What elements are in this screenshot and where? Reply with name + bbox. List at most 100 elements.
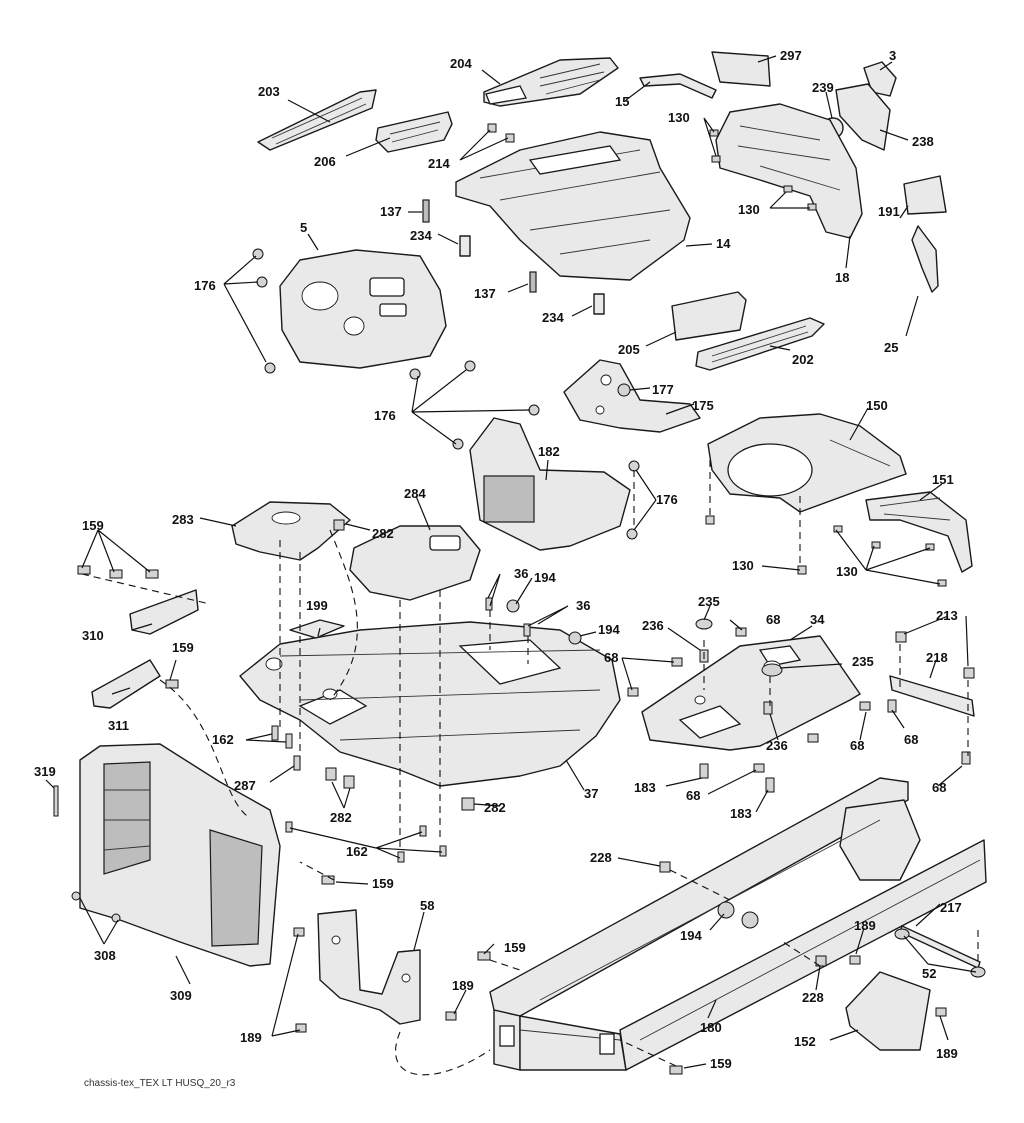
- callout-180: 180: [700, 1020, 722, 1035]
- part-194-nut-b: [568, 631, 582, 645]
- callout-182: 182: [538, 444, 560, 459]
- callout-189: 189: [240, 1030, 262, 1045]
- part-68-bolt-c: [627, 687, 639, 697]
- part-177-nut: [617, 383, 631, 397]
- part-287-screw: [293, 755, 301, 771]
- part-5-console: [279, 249, 447, 369]
- callout-214: 214: [428, 156, 450, 171]
- part-214-clip-b: [505, 133, 515, 143]
- part-282-clip-a: [333, 519, 345, 531]
- callout-labels: 203 204 297 3 15 130 239 206 214 238 130…: [34, 48, 962, 1071]
- part-189-bolt-a: [293, 927, 305, 937]
- callout-228: 228: [590, 850, 612, 865]
- callout-236: 236: [642, 618, 664, 633]
- callout-218: 218: [926, 650, 948, 665]
- assembly-dashed-lines: [81, 460, 979, 1076]
- part-151-bracket: [865, 491, 973, 573]
- callout-36: 36: [514, 566, 528, 581]
- part-282-clip-d: [461, 797, 475, 811]
- part-283-fender: [231, 501, 351, 561]
- part-282-clip-c: [343, 775, 355, 789]
- part-206: [375, 111, 453, 153]
- callout-68: 68: [904, 732, 918, 747]
- part-234-b: [593, 293, 605, 315]
- callout-15: 15: [615, 94, 629, 109]
- part-52-bushing-a: [894, 928, 910, 940]
- part-162-screw-c: [285, 821, 293, 833]
- part-36-screw-b: [523, 623, 531, 637]
- callout-319: 319: [34, 764, 56, 779]
- part-189-bolt-d: [849, 955, 861, 965]
- part-308-screw-b: [111, 913, 121, 923]
- callout-162: 162: [212, 732, 234, 747]
- part-68-bolt-g: [887, 699, 897, 713]
- callout-310: 310: [82, 628, 104, 643]
- part-189-bolt-b: [295, 1023, 307, 1033]
- callout-236: 236: [766, 738, 788, 753]
- callout-234: 234: [542, 310, 564, 325]
- callout-37: 37: [584, 786, 598, 801]
- callout-159: 159: [172, 640, 194, 655]
- part-159-bolt-g: [669, 1065, 683, 1075]
- part-176-bolt-2: [256, 276, 268, 288]
- part-37-body: [239, 621, 621, 787]
- callout-3: 3: [889, 48, 896, 63]
- part-150-frame: [707, 413, 907, 513]
- part-203: [257, 89, 377, 151]
- callout-130: 130: [668, 110, 690, 125]
- part-189-bolt-e: [935, 1007, 947, 1017]
- part-297: [711, 51, 771, 87]
- callout-159: 159: [504, 940, 526, 955]
- callout-283: 283: [172, 512, 194, 527]
- callout-183: 183: [730, 806, 752, 821]
- part-189-bolt-c: [445, 1011, 457, 1021]
- callout-159: 159: [710, 1056, 732, 1071]
- part-214-clip-a: [487, 123, 497, 133]
- part-176-bolt-9: [626, 528, 638, 540]
- part-34-plate: [641, 635, 861, 751]
- callout-18: 18: [835, 270, 849, 285]
- callout-183: 183: [634, 780, 656, 795]
- part-15: [639, 73, 717, 99]
- callout-238: 238: [912, 134, 934, 149]
- part-68-bolt-d: [859, 701, 871, 711]
- part-238: [835, 83, 891, 151]
- callout-204: 204: [450, 56, 472, 71]
- callout-194: 194: [534, 570, 556, 585]
- callout-282: 282: [372, 526, 394, 541]
- callout-194: 194: [680, 928, 702, 943]
- callout-297: 297: [780, 48, 802, 63]
- part-176-bolt-7: [452, 438, 464, 450]
- part-68-bolt-f: [753, 763, 765, 773]
- callout-58: 58: [420, 898, 434, 913]
- part-183-bolt-b: [765, 777, 775, 793]
- callout-203: 203: [258, 84, 280, 99]
- part-180-frame: [489, 777, 987, 1071]
- part-175-bracket: [563, 359, 701, 433]
- part-213-bolt-a: [895, 631, 907, 643]
- callout-176: 176: [194, 278, 216, 293]
- part-162-screw-a: [271, 725, 279, 741]
- callout-130: 130: [836, 564, 858, 579]
- part-162-screw-e: [419, 825, 427, 837]
- part-18-dash: [715, 103, 863, 239]
- part-199-plate: [289, 619, 345, 639]
- callout-68: 68: [850, 738, 864, 753]
- part-137-b: [529, 271, 537, 293]
- callout-130: 130: [738, 202, 760, 217]
- callout-152: 152: [794, 1034, 816, 1049]
- callout-199: 199: [306, 598, 328, 613]
- part-130-screw-i: [925, 543, 935, 551]
- callout-205: 205: [618, 342, 640, 357]
- callout-68: 68: [766, 612, 780, 627]
- callout-34: 34: [810, 612, 825, 627]
- callout-52: 52: [922, 966, 936, 981]
- part-130-screw-d: [807, 203, 817, 211]
- part-234-a: [459, 235, 471, 257]
- callout-235: 235: [698, 594, 720, 609]
- part-68-bolt-e: [807, 733, 819, 743]
- part-202: [695, 317, 825, 371]
- part-191: [903, 175, 947, 215]
- callout-150: 150: [866, 398, 888, 413]
- part-319-pin: [53, 785, 59, 817]
